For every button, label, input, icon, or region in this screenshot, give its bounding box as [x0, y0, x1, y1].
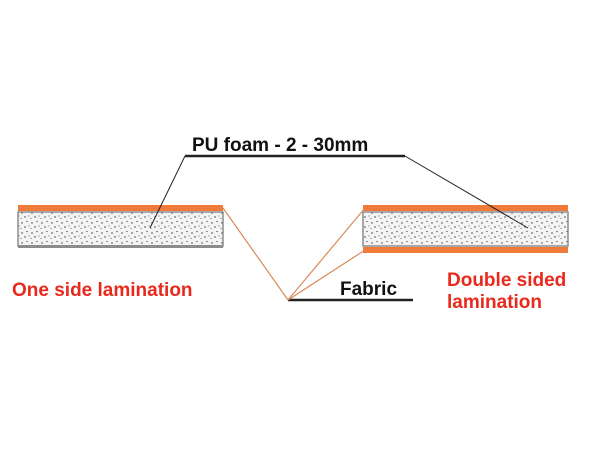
double-sided-panel [362, 205, 569, 253]
one-side-lamination-label: One side lamination [12, 280, 193, 301]
pu-foam-leader-right [404, 155, 529, 229]
right-bottom-fabric-layer [363, 247, 568, 253]
left-bottom-edge [18, 245, 223, 248]
pu-foam-label: PU foam - 2 - 30mm [192, 135, 368, 156]
fabric-leader-right-top [287, 207, 366, 301]
fabric-leader-left [222, 207, 289, 301]
right-foam-layer [362, 211, 569, 247]
fabric-leader-right-bottom [287, 249, 366, 301]
left-fabric-layer [18, 205, 223, 211]
double-sided-label-line2: lamination [447, 292, 542, 313]
pu-foam-leader-left [149, 155, 186, 229]
left-foam-layer [17, 211, 224, 247]
double-sided-label-line1: Double sided [447, 270, 566, 291]
right-top-fabric-layer [363, 205, 568, 211]
one-side-panel [17, 205, 224, 248]
fabric-label: Fabric [340, 279, 397, 300]
